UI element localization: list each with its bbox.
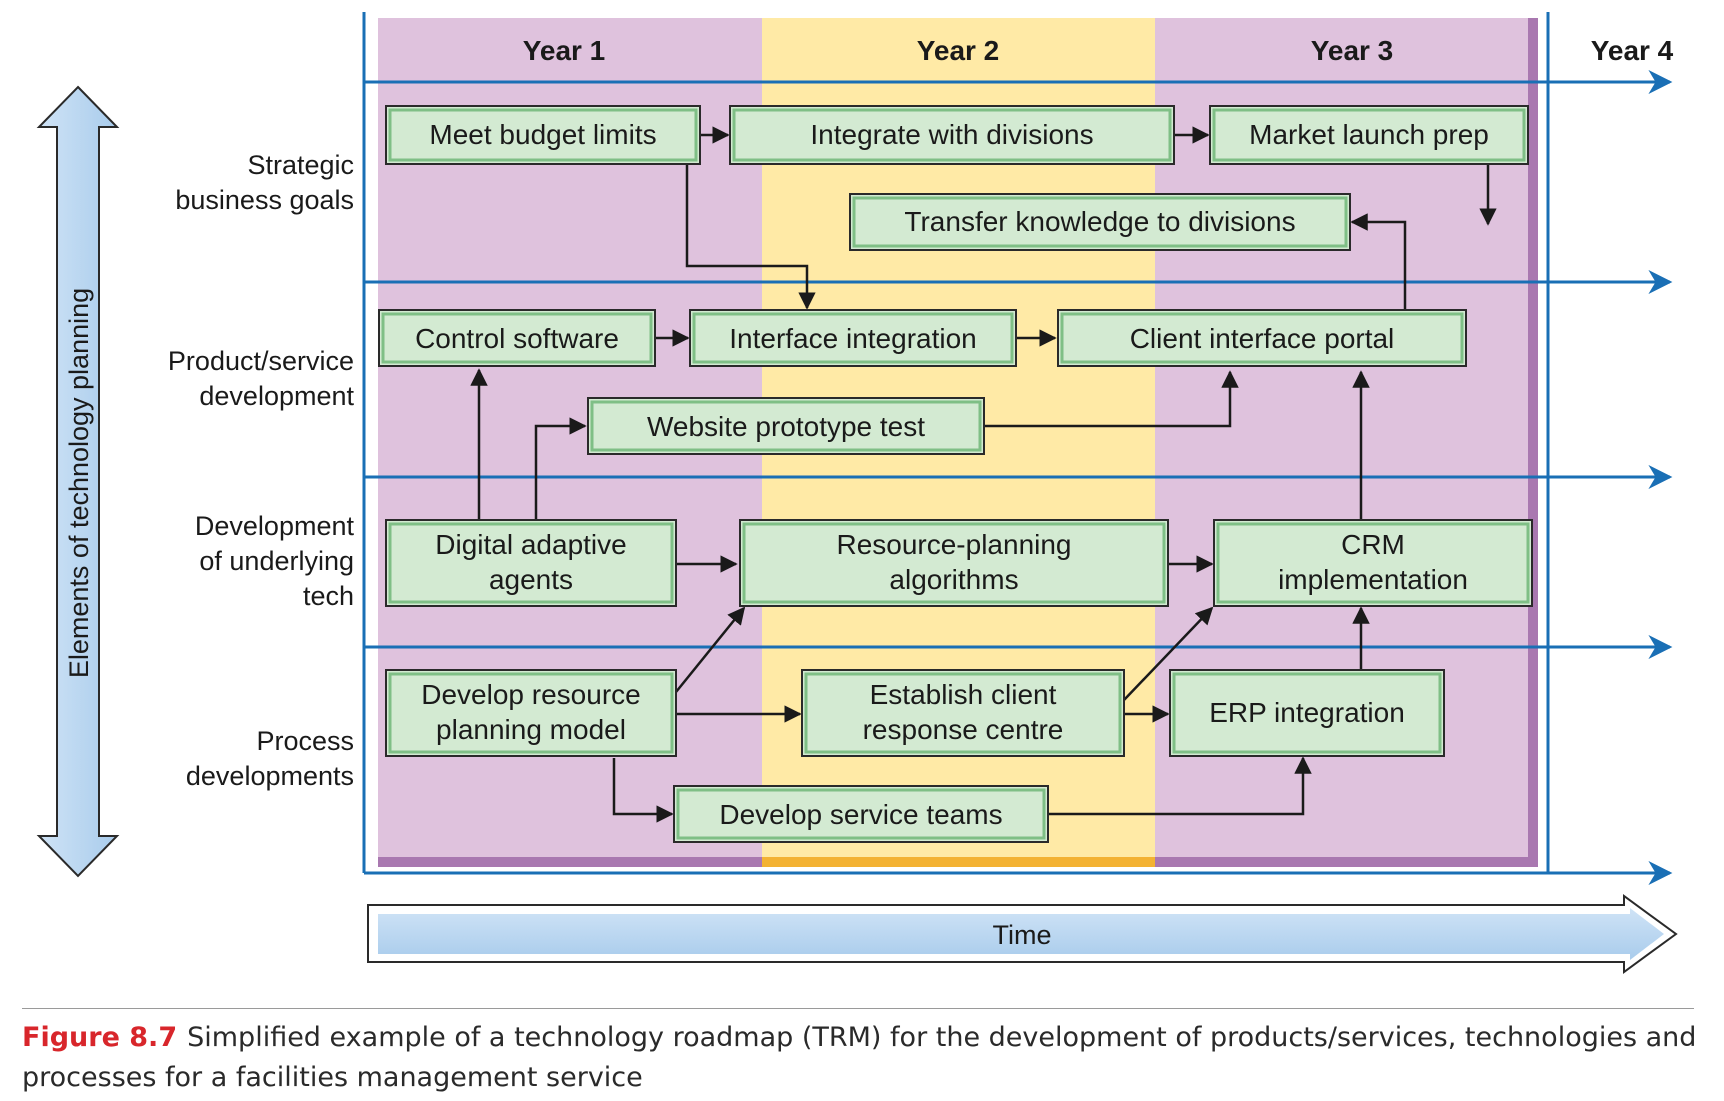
- box-crm: CRM implementation: [1213, 519, 1533, 607]
- arrow-budget-to-interface: [685, 164, 816, 310]
- box-client-centre-text-2: response centre: [863, 714, 1064, 745]
- box-service-teams-text: Develop service teams: [719, 799, 1002, 830]
- vertical-axis-arrow: Elements of technology planning: [36, 85, 120, 878]
- row-label-product-2: development: [199, 381, 354, 411]
- row-label-process-2: developments: [186, 761, 354, 791]
- box-client-centre-text-1: Establish client: [870, 679, 1057, 710]
- box-resource-algorithms-text-1: Resource-planning: [836, 529, 1071, 560]
- box-control-software: Control software: [378, 309, 656, 367]
- box-crm-text-2: implementation: [1278, 564, 1468, 595]
- box-website-prototype: Website prototype test: [587, 397, 985, 455]
- box-service-teams: Develop service teams: [673, 785, 1049, 843]
- box-resource-algorithms-text-2: algorithms: [889, 564, 1018, 595]
- box-resource-model: Develop resource planning model: [385, 669, 677, 757]
- arrow-portal-to-transfer: [1350, 213, 1407, 310]
- box-meet-budget: Meet budget limits: [385, 105, 701, 165]
- box-erp-text: ERP integration: [1209, 697, 1405, 728]
- box-digital-agents-text-2: agents: [489, 564, 573, 595]
- box-client-portal: Client interface portal: [1057, 309, 1467, 367]
- arrow-prototype-to-portal: [984, 370, 1239, 428]
- caption-text: Simplified example of a technology roadm…: [22, 1022, 1697, 1093]
- box-interface-integration: Interface integration: [689, 309, 1017, 367]
- row-label-strategic-2: business goals: [175, 185, 354, 215]
- box-integrate-divisions-text: Integrate with divisions: [810, 119, 1093, 150]
- box-control-software-text: Control software: [415, 323, 619, 354]
- year-4-header: Year 4: [1591, 35, 1674, 66]
- arrow-teams-to-erp: [1048, 756, 1312, 816]
- box-market-launch: Market launch prep: [1209, 105, 1529, 165]
- box-resource-model-text-1: Develop resource: [421, 679, 640, 710]
- box-integrate-divisions: Integrate with divisions: [729, 105, 1175, 165]
- box-transfer-knowledge: Transfer knowledge to divisions: [849, 193, 1351, 251]
- box-client-centre: Establish client response centre: [801, 669, 1125, 757]
- arrow-model-to-algorithms: [675, 606, 746, 693]
- year2-column-base: [762, 857, 1155, 867]
- caption-divider: [22, 1008, 1694, 1009]
- box-resource-algorithms: Resource-planning algorithms: [739, 519, 1169, 607]
- box-market-launch-text: Market launch prep: [1249, 119, 1489, 150]
- row-label-tech-1: Development: [195, 511, 355, 541]
- row-label-tech-2: of underlying: [199, 546, 354, 576]
- arrow-centre-to-crm: [1123, 606, 1214, 701]
- row-label-strategic-1: Strategic: [247, 150, 354, 180]
- box-crm-text-1: CRM: [1341, 529, 1405, 560]
- row-label-product-1: Product/service: [168, 346, 354, 376]
- connectors: [470, 126, 1497, 823]
- box-digital-agents-text-1: Digital adaptive: [435, 529, 626, 560]
- vertical-axis-label: Elements of technology planning: [64, 288, 94, 678]
- row-label-tech-3: tech: [303, 581, 354, 611]
- box-meet-budget-text: Meet budget limits: [429, 119, 656, 150]
- arrow-model-to-teams: [612, 758, 674, 823]
- arrow-agents-to-prototype: [534, 417, 587, 520]
- box-digital-agents: Digital adaptive agents: [385, 519, 677, 607]
- year-2-header: Year 2: [917, 35, 1000, 66]
- year3-column-base: [1155, 857, 1536, 867]
- box-client-portal-text: Client interface portal: [1130, 323, 1395, 354]
- year3-column-edge: [1528, 18, 1538, 867]
- box-website-prototype-text: Website prototype test: [647, 411, 925, 442]
- box-resource-model-text-2: planning model: [436, 714, 626, 745]
- figure-number: Figure 8.7: [22, 1022, 178, 1053]
- box-erp: ERP integration: [1169, 669, 1445, 757]
- year1-column-base: [378, 857, 762, 867]
- time-label: Time: [993, 920, 1052, 950]
- row-label-process-1: Process: [256, 726, 354, 756]
- box-transfer-knowledge-text: Transfer knowledge to divisions: [904, 206, 1295, 237]
- year-1-header: Year 1: [523, 35, 606, 66]
- time-arrow: Time: [367, 894, 1678, 974]
- box-interface-integration-text: Interface integration: [729, 323, 977, 354]
- year-3-header: Year 3: [1311, 35, 1394, 66]
